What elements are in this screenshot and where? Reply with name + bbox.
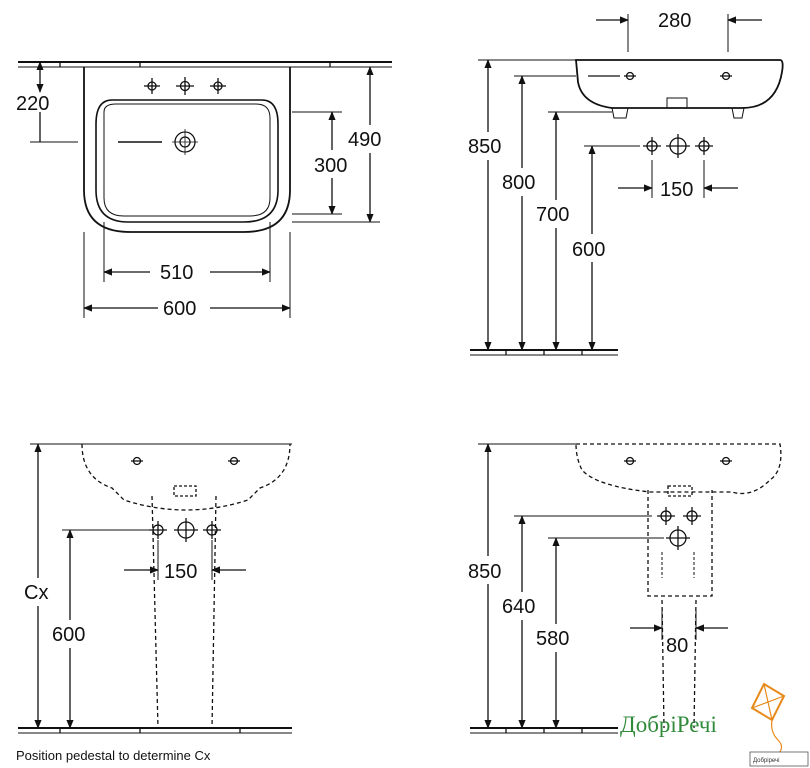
- dim-300-label: 300: [314, 155, 347, 177]
- overflow-hole-icon: [624, 71, 636, 81]
- dim-850-label: 850: [468, 136, 501, 158]
- overflow-hole-icon: [131, 456, 143, 466]
- dim-700-label: 700: [536, 204, 569, 226]
- overflow-hole-icon: [624, 456, 636, 466]
- basin-outline: [83, 67, 291, 233]
- supply-hole-icon: [203, 521, 221, 539]
- dim-850-label: 850: [468, 561, 501, 583]
- kite-icon: [750, 682, 786, 757]
- overflow-hole-icon: [720, 71, 732, 81]
- tap-hole-icon: [210, 78, 226, 94]
- stamp-box: [749, 751, 809, 767]
- dim-150-label: 150: [660, 179, 693, 201]
- brand-wordmark: ДобріРечі: [620, 712, 717, 737]
- basin-profile: [575, 59, 784, 109]
- dim-510-label: 510: [160, 262, 193, 284]
- wall-line: [18, 61, 392, 68]
- supply-hole-icon: [683, 507, 701, 525]
- tap-hole-icon: [176, 77, 194, 95]
- tap-hole-icon: [144, 78, 160, 94]
- side-view: [470, 14, 784, 356]
- dim-640-label: 640: [502, 596, 535, 618]
- basin-inner-bowl: [95, 99, 279, 223]
- dim-80-label: 80: [666, 635, 688, 657]
- dim-cx-label: Cx: [24, 582, 48, 604]
- pedestal-caption: Position pedestal to determine Cx: [16, 748, 211, 763]
- brand-logo: ДобріРечі: [620, 682, 786, 757]
- dim-600-label: 600: [163, 298, 196, 320]
- supply-hole-icon: [643, 137, 661, 155]
- drain-hole-icon: [666, 134, 690, 158]
- dim-490-label: 490: [348, 129, 381, 151]
- basin-dashed-profile: [575, 443, 782, 495]
- dim-220-label: 220: [16, 93, 49, 115]
- floor-line: [470, 727, 618, 734]
- overflow-hole-icon: [228, 456, 240, 466]
- dim-280-label: 280: [658, 10, 691, 32]
- dim-600-label: 600: [52, 624, 85, 646]
- supply-hole-icon: [149, 521, 167, 539]
- drain-hole-icon: [174, 518, 198, 542]
- pedestal-dashed-outline: [151, 495, 217, 729]
- top-view: [18, 61, 392, 318]
- drain-icon: [172, 129, 198, 155]
- drain-hole-icon: [666, 526, 690, 550]
- dim-600-label: 600: [572, 239, 605, 261]
- basin-dashed-outline: [81, 443, 291, 511]
- dim-150-label: 150: [164, 561, 197, 583]
- floor-line: [18, 727, 292, 734]
- floor-line: [470, 349, 618, 356]
- supply-hole-icon: [657, 507, 675, 525]
- stamp-label: Добріречі: [753, 758, 780, 764]
- side-pedestal-view: [470, 443, 782, 734]
- dim-580-label: 580: [536, 628, 569, 650]
- overflow-hole-icon: [720, 456, 732, 466]
- front-pedestal-view: [18, 443, 292, 734]
- pedestal-dashed-outline: [647, 490, 713, 597]
- supply-hole-icon: [695, 137, 713, 155]
- dim-800-label: 800: [502, 172, 535, 194]
